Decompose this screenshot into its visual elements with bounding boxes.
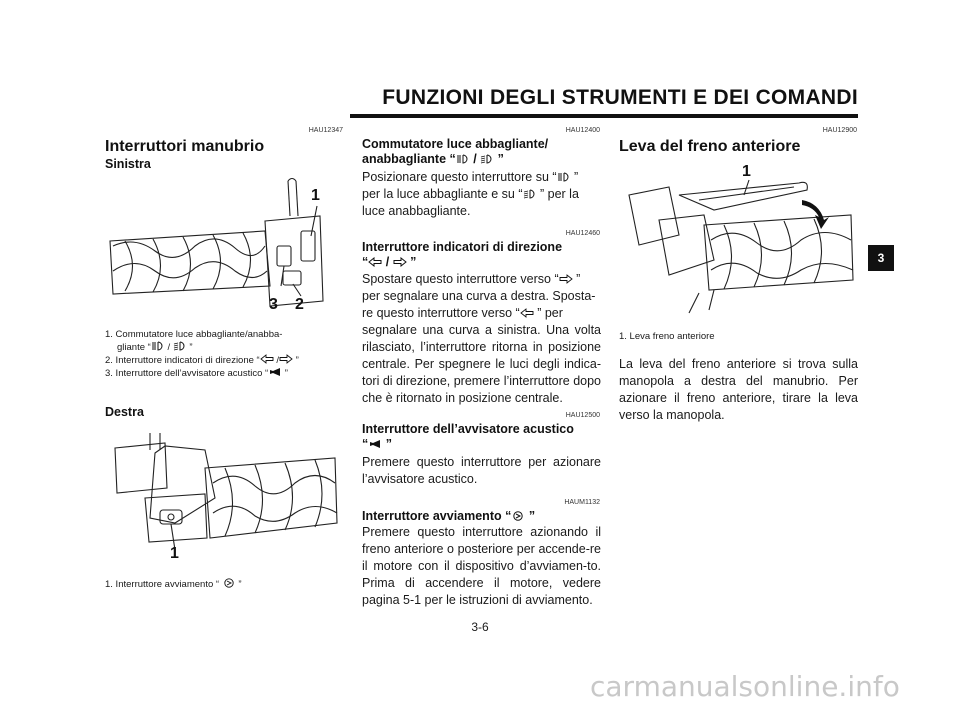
turn-left-icon bbox=[368, 257, 382, 267]
caption-line-3: 3. Interruttore dell’avvisatore acustico… bbox=[105, 367, 345, 380]
section-title: Interruttori manubrio bbox=[105, 138, 265, 155]
title-line: “ / ” bbox=[362, 255, 562, 270]
section-code: HAU12460 bbox=[565, 230, 600, 237]
horn-section-title: Commutatore luce abbagliante/ anabbaglia… bbox=[362, 137, 548, 167]
figure-label-1-right: 1 bbox=[170, 545, 179, 562]
start-switch-icon bbox=[222, 578, 236, 588]
caption-text: 3. Interruttore dell’avvisatore acustico… bbox=[105, 368, 269, 379]
body-line: Posizionare questo interruttore su “ ” bbox=[362, 169, 601, 186]
body-line: per segnalare una curva a destra. Sposta… bbox=[362, 289, 596, 303]
body-text: Spostare questo interruttore verso “ bbox=[362, 272, 559, 286]
left-handlebar-illustration bbox=[109, 177, 324, 307]
title-text: / bbox=[469, 152, 481, 166]
section-code: HAU12900 bbox=[822, 127, 857, 134]
turn-left-icon bbox=[259, 354, 274, 364]
low-beam-icon bbox=[523, 189, 537, 199]
title-text: Interruttore avviamento “ bbox=[362, 509, 512, 523]
high-beam-icon bbox=[557, 172, 571, 182]
right-handlebar-illustration bbox=[114, 433, 338, 551]
body-text: Posizionare questo interruttore su “ bbox=[362, 170, 557, 184]
body-line: Spostare questo interruttore verso “ ” bbox=[362, 271, 601, 288]
body-text: per la luce abbagliante e su “ bbox=[362, 187, 523, 201]
low-beam-icon bbox=[173, 341, 187, 351]
title-text: / bbox=[382, 255, 393, 269]
horn-section-body: Premere questo interruttore per azionare… bbox=[362, 455, 601, 486]
chapter-tab: 3 bbox=[868, 245, 894, 271]
title-line: “ ” bbox=[362, 437, 574, 452]
turn-signal-section-body: Spostare questo interruttore verso “ ” p… bbox=[362, 271, 601, 407]
title-line: Interruttore indicatori di direzione bbox=[362, 240, 563, 254]
front-brake-lever-illustration bbox=[628, 179, 854, 314]
title-text: anabbagliante “ bbox=[362, 152, 456, 166]
low-beam-icon bbox=[480, 154, 494, 164]
caption-text: ” bbox=[293, 355, 299, 366]
body-paragraph: segnalare una curva a sinistra. Una volt… bbox=[362, 323, 602, 405]
title-text: ” bbox=[525, 509, 536, 523]
body-line: per la luce abbagliante e su “ ” per la bbox=[362, 186, 601, 203]
horn-icon bbox=[268, 367, 282, 377]
figure-label-2: 2 bbox=[295, 296, 304, 313]
high-beam-icon bbox=[456, 154, 470, 164]
page-number: 3-6 bbox=[471, 620, 489, 634]
subsection-title-right: Destra bbox=[105, 405, 144, 419]
body-text: ” per bbox=[533, 306, 563, 320]
title-line: Interruttore dell’avvisatore acustico bbox=[362, 422, 574, 436]
body-line: luce anabbagliante. bbox=[362, 204, 471, 218]
title-line: anabbagliante “ / ” bbox=[362, 152, 548, 167]
figure-caption-left: 1. Commutatore luce abbagliante/anabba- … bbox=[105, 329, 345, 380]
brake-section-title: Leva del freno anteriore bbox=[619, 138, 801, 155]
section-code: HAUM1132 bbox=[564, 499, 600, 506]
high-beam-icon bbox=[151, 341, 165, 351]
title-text: “ bbox=[362, 255, 369, 269]
body-text: ” per la bbox=[536, 187, 579, 201]
caption-line-1b: gliante “ / ” bbox=[105, 341, 345, 354]
start-switch-icon bbox=[511, 511, 525, 521]
turn-left-icon bbox=[519, 308, 534, 318]
section-code: HAU12347 bbox=[308, 127, 343, 134]
section-code: HAU12500 bbox=[565, 412, 600, 419]
title-line: Commutatore luce abbagliante/ bbox=[362, 137, 549, 151]
brake-figure-caption: 1. Leva freno anteriore bbox=[619, 331, 715, 342]
turn-right-icon bbox=[559, 274, 573, 284]
title-text: “ bbox=[362, 437, 369, 451]
page-header-title: FUNZIONI DEGLI STRUMENTI E DEI COMANDI bbox=[382, 86, 858, 109]
turn-right-icon bbox=[279, 354, 293, 364]
figure-caption-right: 1. Interruttore avviamento “ ” bbox=[105, 578, 345, 591]
body-text: ” bbox=[570, 170, 579, 184]
figure-label-1: 1 bbox=[311, 187, 320, 204]
caption-text: / bbox=[273, 355, 279, 366]
caption-text: gliante “ bbox=[117, 342, 151, 353]
caption-text: ” bbox=[186, 342, 193, 353]
watermark: carmanualsonline.info bbox=[590, 670, 900, 703]
body-text: re questo interruttore verso “ bbox=[362, 306, 520, 320]
start-switch-section-title: Interruttore avviamento “ ” bbox=[362, 509, 535, 524]
brake-section-body: La leva del freno anteriore si trova sul… bbox=[619, 357, 858, 422]
turn-right-icon bbox=[393, 257, 407, 267]
title-text: ” bbox=[406, 255, 417, 269]
header-rule bbox=[350, 114, 858, 118]
section-code: HAU12400 bbox=[565, 127, 600, 134]
title-text: ” bbox=[494, 152, 504, 166]
caption-line-1a: 1. Commutatore luce abbagliante/anabba- bbox=[105, 329, 283, 340]
figure-label-1-brake: 1 bbox=[742, 163, 751, 180]
start-switch-section-body: Premere questo interruttore azionando il… bbox=[362, 525, 601, 607]
body-line: re questo interruttore verso “ ” per bbox=[362, 305, 601, 322]
body-text: ” bbox=[572, 272, 581, 286]
title-text: ” bbox=[382, 437, 392, 451]
horn-switch-section-title: Interruttore dell’avvisatore acustico “ … bbox=[362, 422, 574, 452]
caption-text: ” bbox=[282, 368, 288, 379]
horn-icon bbox=[368, 439, 382, 449]
subsection-title-left: Sinistra bbox=[105, 157, 151, 171]
caption-text: 1. Interruttore avviamento “ bbox=[105, 579, 222, 590]
caption-line-2: 2. Interruttore indicatori di direzione … bbox=[105, 354, 345, 367]
caption-text: ” bbox=[235, 579, 242, 590]
turn-signal-section-title: Interruttore indicatori di direzione “ /… bbox=[362, 240, 562, 270]
caption-text: 2. Interruttore indicatori di direzione … bbox=[105, 355, 260, 366]
beam-section-body: Posizionare questo interruttore su “ ” p… bbox=[362, 169, 601, 220]
figure-label-3: 3 bbox=[269, 296, 278, 313]
caption-text: / bbox=[164, 342, 173, 353]
